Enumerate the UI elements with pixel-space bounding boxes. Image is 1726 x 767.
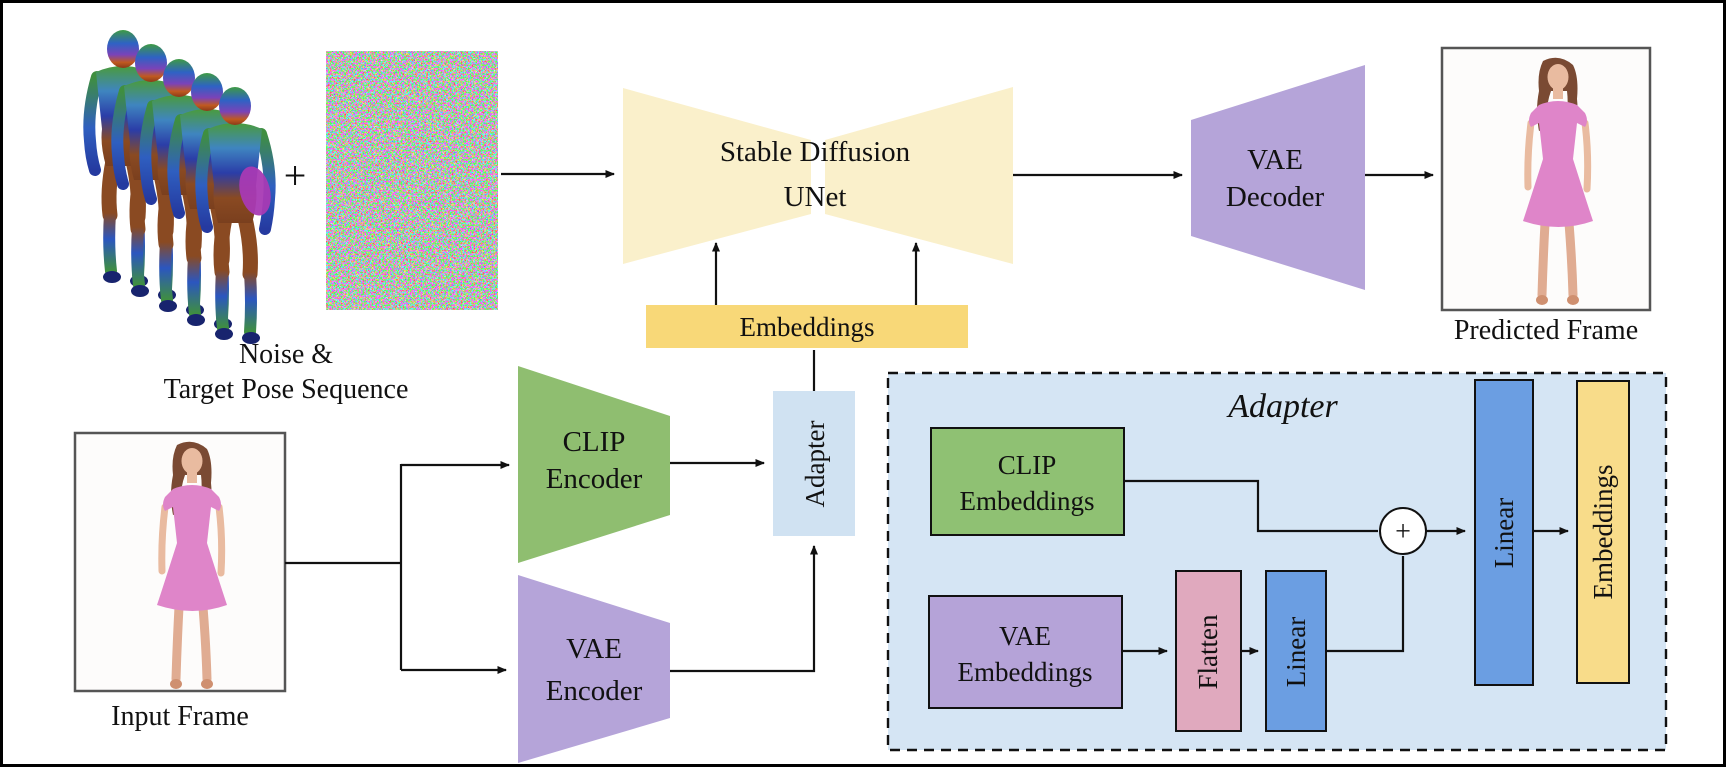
wire-clip-embeddings-to-sum	[1124, 479, 1378, 533]
vae-decoder-shape	[1191, 65, 1365, 290]
noise-pose-caption-line2: Target Pose Sequence	[164, 374, 409, 405]
embeddings-bar	[646, 305, 968, 348]
noise-pose-caption-line1: Noise &	[239, 339, 333, 370]
vae-decoder-label-line2: Decoder	[1226, 181, 1325, 213]
noise-image	[326, 51, 498, 310]
mesh-magenta-patch	[239, 166, 271, 216]
arrow-vae-encoder-to-adapter	[670, 545, 818, 673]
unet-label-line1: Stable Diffusion	[720, 136, 911, 168]
vae-decoder-label-line1: VAE	[1247, 144, 1303, 176]
input-frame-image	[73, 431, 287, 691]
vae-encoder-shape	[518, 575, 670, 763]
unet-left-shape	[623, 88, 811, 264]
adapter-box-label: Adapter	[800, 421, 830, 508]
linear1-box	[1265, 570, 1327, 732]
clip-embeddings-label-line1: CLIP	[998, 450, 1057, 480]
adapter-detail-title: Adapter	[1226, 388, 1338, 425]
flatten-label: Flatten	[1193, 614, 1223, 689]
clip-encoder-label-line2: Encoder	[546, 463, 643, 495]
linear2-box	[1474, 379, 1534, 686]
vae-encoder-label-line1: VAE	[566, 633, 622, 665]
sum-symbol: +	[1395, 517, 1411, 548]
diagram-canvas: + Noise & Target Pose Sequence Stable Di…	[73, 3, 1668, 763]
vae-embeddings-label-line2: Embeddings	[958, 657, 1093, 687]
clip-embeddings-box	[930, 427, 1125, 536]
unet-label-line2: UNet	[784, 181, 847, 213]
vae-encoder-label-line2: Encoder	[546, 675, 643, 707]
clip-embeddings-label-line2: Embeddings	[960, 486, 1095, 516]
linear2-label: Linear	[1489, 498, 1519, 568]
clip-encoder-shape	[518, 366, 670, 563]
vae-embeddings-label-line1: VAE	[999, 621, 1051, 651]
input-frame-label: Input Frame	[111, 701, 249, 732]
predicted-frame-label: Predicted Frame	[1454, 315, 1638, 346]
linear1-label: Linear	[1281, 617, 1311, 687]
target-pose-sequence-image	[89, 30, 275, 344]
unet-right-shape	[825, 87, 1013, 264]
adapter-box	[773, 391, 855, 536]
vae-embeddings-box	[928, 595, 1123, 709]
predicted-frame-image	[1440, 46, 1652, 312]
wire-linear-to-sum	[1326, 556, 1405, 653]
plus-sign: +	[284, 153, 307, 198]
clip-encoder-label-line1: CLIP	[563, 426, 626, 458]
embeddings-output-label: Embeddings	[1588, 465, 1618, 600]
embeddings-bar-label: Embeddings	[740, 312, 875, 342]
flatten-box	[1175, 570, 1242, 732]
embeddings-output-box	[1576, 380, 1630, 684]
